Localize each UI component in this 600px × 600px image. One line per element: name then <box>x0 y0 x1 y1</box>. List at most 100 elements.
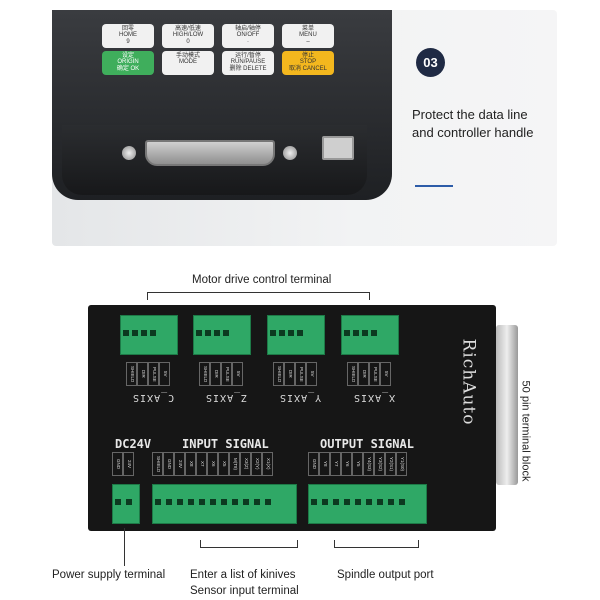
terminal-pin <box>353 330 359 336</box>
terminal-pin <box>188 499 194 505</box>
input-bracket <box>200 540 298 548</box>
axis-name: Z_AXIS <box>205 392 248 403</box>
pin-label: X5 <box>218 452 229 476</box>
axis-terminal <box>267 315 325 355</box>
key-cn: 停止 <box>301 53 314 59</box>
terminal-pin <box>177 499 183 505</box>
terminal-pin <box>214 330 220 336</box>
accent-divider <box>415 185 453 187</box>
terminal-pin <box>132 330 138 336</box>
terminal-pin <box>355 499 361 505</box>
terminal-pin <box>232 499 238 505</box>
motor-bracket <box>147 292 370 300</box>
terminal-pin <box>377 499 383 505</box>
output-title: OUTPUT SIGNAL <box>320 437 414 451</box>
terminal-pin <box>265 499 271 505</box>
output-pins-terminal <box>308 484 427 524</box>
pin-label: PULSE <box>369 362 380 386</box>
key-num: · <box>247 38 249 45</box>
axis-terminal <box>341 315 399 355</box>
pin-label: DIR <box>137 362 148 386</box>
key-num: 0 <box>186 38 190 45</box>
pin-label: Y3(S2) <box>374 452 385 476</box>
output-bracket <box>334 540 419 548</box>
terminal-pin <box>362 330 368 336</box>
pin-label: GND <box>163 452 174 476</box>
terminal-pin <box>126 499 132 505</box>
terminal-pin <box>388 499 394 505</box>
power-label: Power supply terminal <box>52 569 166 581</box>
db50-terminal-block <box>496 325 518 485</box>
spindle-label: Spindle output port <box>337 569 434 581</box>
pin-block-label: 50 pin terminal block <box>519 380 532 482</box>
terminal-pin <box>123 330 129 336</box>
pin-label: PULSE <box>295 362 306 386</box>
pin-label: X3(Z) <box>240 452 251 476</box>
terminal-pin <box>243 499 249 505</box>
pin-label: DIR <box>210 362 221 386</box>
step-badge: 03 <box>416 48 445 77</box>
pin-label: X8 <box>185 452 196 476</box>
pin-label: X7 <box>196 452 207 476</box>
pin-label: 5V <box>306 362 317 386</box>
terminal-pin <box>399 499 405 505</box>
axis-name: X_AXIS <box>353 392 396 403</box>
key-num: 删除 DELETE <box>229 65 267 72</box>
terminal-pin <box>371 330 377 336</box>
axis-terminal <box>120 315 178 355</box>
usb-port <box>322 136 354 160</box>
terminal-pin <box>279 330 285 336</box>
terminal-pin <box>322 499 328 505</box>
pin-label: 24V <box>123 452 134 476</box>
power-leader <box>124 528 125 566</box>
terminal-pin <box>311 499 317 505</box>
pin-label: 24V <box>174 452 185 476</box>
input-label-1: Enter a list of kinives <box>190 569 296 581</box>
pin-label: 5V <box>380 362 391 386</box>
terminal-pin <box>333 499 339 505</box>
screw-icon <box>283 146 297 160</box>
pin-label: 5V <box>159 362 170 386</box>
terminal-pin <box>155 499 161 505</box>
pin-label: PULSE <box>148 362 159 386</box>
pin-label: X6 <box>207 452 218 476</box>
key-num: 取消 CANCEL <box>288 65 327 72</box>
key-cn: 菜单 <box>301 26 314 32</box>
db50-connector <box>145 140 275 166</box>
pin-label: Y6 <box>341 452 352 476</box>
terminal-pin <box>344 330 350 336</box>
terminal-pin <box>223 330 229 336</box>
key-cn: 高速/低速 <box>175 26 201 32</box>
terminal-pin <box>141 330 147 336</box>
motor-terminal-label: Motor drive control terminal <box>192 274 332 286</box>
key-en: ORIGIN <box>117 59 139 66</box>
key-en: STOP <box>299 59 317 66</box>
input-label-2: Sensor input terminal <box>190 585 299 597</box>
key-num: 确定 OK <box>116 65 140 72</box>
key-cn: 手动模式 <box>175 53 200 59</box>
power-title: DC24V <box>115 437 152 451</box>
pin-label: Y8 <box>319 452 330 476</box>
terminal-pin <box>210 499 216 505</box>
key-en: RUN/PAUSE <box>230 59 266 66</box>
pin-label: SHIELD <box>126 362 137 386</box>
caption-line1: Protect the data line <box>412 107 528 122</box>
input-pins-terminal <box>152 484 297 524</box>
terminal-pin <box>297 330 303 336</box>
pin-label: X2(Y) <box>251 452 262 476</box>
pin-label: M(T8) <box>229 452 240 476</box>
pin-label: SHIELD <box>347 362 358 386</box>
terminal-pin <box>115 499 121 505</box>
